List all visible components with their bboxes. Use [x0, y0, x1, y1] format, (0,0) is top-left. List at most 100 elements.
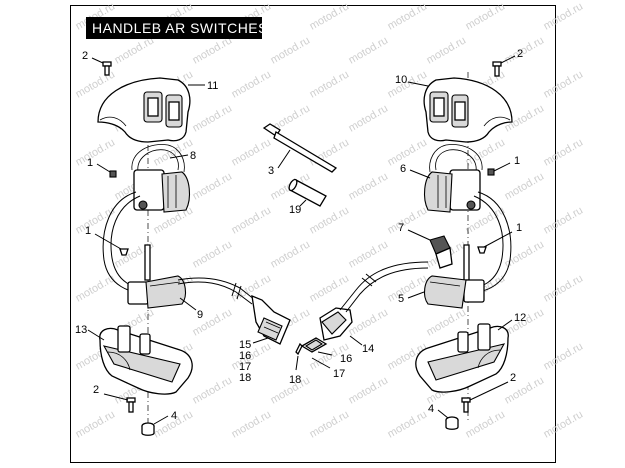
right-connector-wire — [339, 261, 429, 313]
right-upper-housing — [407, 77, 513, 143]
watermark-text: motod.ru — [542, 408, 586, 440]
lbl-1-right-a: 1 — [514, 155, 520, 167]
right-screw-1a — [487, 162, 511, 176]
lbl-19: 19 — [289, 204, 301, 216]
watermark-text: motod.ru — [542, 272, 586, 304]
right-bottom-screw — [461, 381, 509, 413]
watermark-text: motod.ru — [347, 170, 391, 202]
watermark-text: motod.ru — [230, 272, 274, 304]
right-harness-connector — [319, 307, 363, 346]
lbl-16: 16 — [340, 353, 352, 365]
watermark-text: motod.ru — [230, 408, 274, 440]
cable-strap — [262, 123, 338, 173]
watermark-text: motod.ru — [113, 34, 157, 66]
lbl-18: 18 — [289, 374, 301, 386]
left-connector-wire — [177, 277, 256, 305]
right-top-screw — [492, 55, 516, 77]
watermark-text: motod.ru — [308, 0, 352, 32]
lbl-2-right-top: 2 — [517, 48, 523, 60]
left-bottom-screw — [103, 393, 136, 413]
watermark-text: motod.ru — [503, 34, 547, 66]
lbl-2-left-bottom: 2 — [93, 384, 99, 396]
watermark-text: motod.ru — [308, 204, 352, 236]
watermark-text: motod.ru — [464, 0, 508, 32]
watermark-text: motod.ru — [347, 34, 391, 66]
lbl-8: 8 — [190, 150, 196, 162]
lbl-2-right-bottom: 2 — [510, 372, 516, 384]
lbl-17-group: 17 — [239, 361, 251, 373]
watermark-text: motod.ru — [542, 204, 586, 236]
watermark-text: motod.ru — [191, 170, 235, 202]
lbl-9: 9 — [197, 309, 203, 321]
watermark-text: motod.ru — [386, 408, 430, 440]
left-upper-housing — [97, 77, 205, 143]
watermark-text: motod.ru — [74, 204, 118, 236]
terminal-parts — [295, 337, 333, 371]
left-end-cap — [141, 415, 169, 436]
watermark-text: motod.ru — [308, 408, 352, 440]
watermark-text: motod.ru — [347, 374, 391, 406]
right-switch-module — [409, 144, 483, 213]
right-screw-1b — [477, 231, 513, 254]
watermark-text: motod.ru — [386, 136, 430, 168]
lbl-2-left-top: 2 — [82, 50, 88, 62]
watermark-text: motod.ru — [230, 68, 274, 100]
watermark-text: motod.ru — [386, 272, 430, 304]
watermark-text: motod.ru — [347, 306, 391, 338]
right-small-switch — [407, 229, 453, 269]
lbl-18-group: 18 — [239, 372, 251, 384]
diagram-title: HANDLEB AR SWITCHES — [86, 17, 267, 39]
watermark-text: motod.ru — [74, 408, 118, 440]
watermark-text: motod.ru — [386, 0, 430, 32]
lbl-15-group: 15 — [239, 339, 251, 351]
watermark-text: motod.ru — [503, 170, 547, 202]
watermark-text: motod.ru — [191, 102, 235, 134]
watermark-text: motod.ru — [230, 204, 274, 236]
callout-labels: 2 11 8 1 1 9 13 2 4 3 19 15 16 17 18 18 … — [75, 48, 526, 422]
watermark-text: motod.ru — [386, 204, 430, 236]
watermark-text: motod.ru — [191, 374, 235, 406]
watermark-text: motod.ru — [347, 102, 391, 134]
lbl-7: 7 — [398, 222, 404, 234]
diagram-frame — [70, 5, 556, 463]
lbl-5: 5 — [398, 293, 404, 305]
watermark-text: motod.ru — [230, 136, 274, 168]
lbl-12: 12 — [514, 312, 526, 324]
lbl-13: 13 — [75, 324, 87, 336]
watermark-text: motod.ru — [347, 238, 391, 270]
right-lower-switch — [407, 275, 485, 309]
lbl-1-right-b: 1 — [516, 222, 522, 234]
watermark-text: motod.ru — [308, 68, 352, 100]
lbl-1-left-b: 1 — [85, 225, 91, 237]
watermark-text: motod.ru — [191, 34, 235, 66]
right-end-cap — [437, 409, 459, 430]
wire-sleeve — [288, 178, 327, 207]
watermark-text: motod.ru — [269, 238, 313, 270]
watermark-text: motod.ru — [464, 408, 508, 440]
left-screw-1a — [96, 163, 117, 178]
left-screw-1b — [94, 233, 129, 256]
watermark-text: motod.ru — [191, 238, 235, 270]
lbl-14: 14 — [362, 343, 374, 355]
left-lower-housing — [87, 325, 193, 395]
watermark-text: motod.ru — [269, 34, 313, 66]
lbl-4-left: 4 — [171, 410, 177, 422]
right-lower-housing — [415, 319, 513, 393]
watermark-text: motod.ru — [425, 34, 469, 66]
lbl-10: 10 — [395, 74, 407, 86]
lbl-6: 6 — [400, 163, 406, 175]
left-harness-connector — [251, 294, 291, 345]
left-switch-module — [131, 144, 191, 213]
watermark-text: motod.ru — [542, 68, 586, 100]
watermark-text: motod.ru — [74, 136, 118, 168]
watermark-text: motod.ru — [542, 136, 586, 168]
watermark-text: motod.ru — [230, 340, 274, 372]
lbl-11: 11 — [207, 80, 218, 92]
left-top-screw — [91, 57, 112, 76]
watermark-text: motod.ru — [542, 340, 586, 372]
watermark-text: motod.ru — [542, 0, 586, 32]
lbl-16-group: 16 — [239, 350, 251, 362]
lbl-4-right: 4 — [428, 403, 434, 415]
